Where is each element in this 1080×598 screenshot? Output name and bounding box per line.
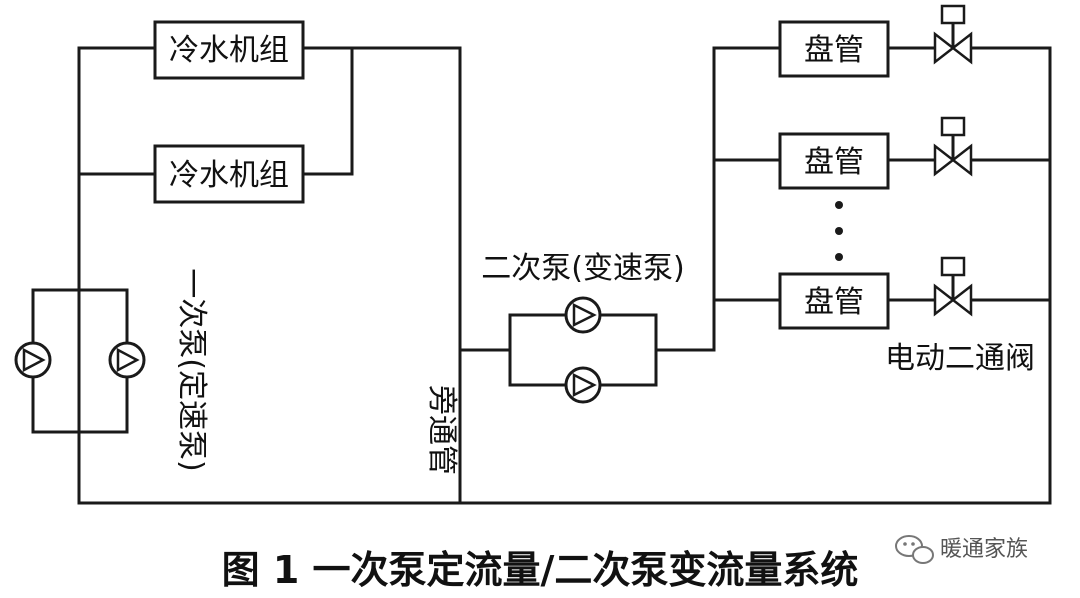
primary-pump-icon <box>108 341 146 379</box>
motorized-valve-icon <box>933 256 973 317</box>
coil-label: 盘管 <box>804 145 864 180</box>
ellipsis-dots <box>835 201 843 261</box>
coil-unit: 盘管 <box>778 132 890 190</box>
coil-unit: 盘管 <box>778 272 890 330</box>
secondary-pump-icon <box>564 366 602 404</box>
watermark-text: 暖通家族 <box>940 537 1028 562</box>
watermark: 暖通家族 <box>895 535 1028 564</box>
bypass-pipe-label: 旁通管 <box>424 385 459 475</box>
coil-label: 盘管 <box>804 33 864 68</box>
motorized-valve-icon <box>933 4 973 65</box>
secondary-pump-label: 二次泵(变速泵) <box>481 251 684 286</box>
primary-pump-icon <box>14 341 52 379</box>
valve-label: 电动二通阀 <box>885 341 1035 376</box>
chiller-label: 冷水机组 <box>169 158 289 193</box>
figure-caption: 图 1 一次泵定流量/二次泵变流量系统 <box>222 548 859 592</box>
chiller-label: 冷水机组 <box>169 33 289 68</box>
coil-unit: 盘管 <box>778 20 890 78</box>
secondary-pump-icon <box>564 296 602 334</box>
motorized-valve-icon <box>933 116 973 177</box>
chiller-unit: 冷水机组 <box>153 20 305 80</box>
chiller-unit: 冷水机组 <box>153 144 305 204</box>
primary-pump-label: 一次泵(定速泵) <box>174 268 209 471</box>
coil-label: 盘管 <box>804 285 864 320</box>
wechat-icon <box>895 535 934 564</box>
